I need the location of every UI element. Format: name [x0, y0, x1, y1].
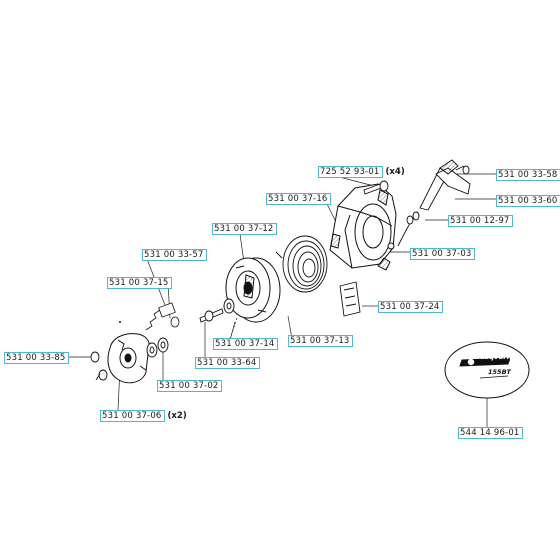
part-label-531-00-33-60[interactable]: 531 00 33-60 — [496, 195, 560, 207]
part-quantity: (x4) — [385, 167, 405, 177]
part-number: 531 00 37-24 — [378, 301, 443, 313]
part-label-531-00-37-13[interactable]: 531 00 37-13 — [288, 335, 353, 347]
part-number: 531 00 33-57 — [142, 249, 207, 261]
part-number: 531 00 33-58 — [496, 169, 560, 181]
part-label-531-00-37-03[interactable]: 531 00 37-03 — [410, 248, 475, 260]
rope-pulley — [225, 257, 281, 323]
pawl-plate — [339, 281, 361, 317]
part-number: 531 00 33-60 — [496, 195, 560, 207]
reference-dot — [119, 321, 121, 323]
part-number: 725 52 93-01 — [318, 166, 383, 178]
pawl-spring — [145, 302, 180, 331]
part-label-531-00-37-15[interactable]: 531 00 37-15 — [107, 277, 172, 289]
part-label-531-00-37-06[interactable]: 531 00 37-06(x2) — [100, 410, 187, 422]
part-number: 531 00 37-15 — [107, 277, 172, 289]
housing-screw — [363, 180, 389, 195]
washers — [90, 337, 169, 381]
decal-brand-text: Husqvarna — [474, 353, 517, 361]
part-label-531-00-33-57[interactable]: 531 00 33-57 — [142, 249, 207, 261]
part-number: 531 00 37-12 — [212, 223, 277, 235]
part-number: 544 14 96-01 — [458, 427, 523, 439]
decal-model-text: 155BT — [488, 368, 511, 376]
part-label-531-00-33-64[interactable]: 531 00 33-64 — [195, 357, 260, 369]
starter-pawl-assembly — [107, 333, 151, 384]
part-number: 531 00 37-13 — [288, 335, 353, 347]
part-label-531-00-37-16[interactable]: 531 00 37-16 — [266, 193, 331, 205]
part-number: 531 00 12-97 — [448, 215, 513, 227]
leader-lines — [67, 171, 496, 427]
part-label-531-00-33-85[interactable]: 531 00 33-85 — [4, 352, 69, 364]
part-number: 531 00 37-06 — [100, 410, 165, 422]
part-number: 531 00 37-02 — [157, 380, 222, 392]
part-number: 531 00 33-85 — [4, 352, 69, 364]
starter-rope-handle — [397, 159, 471, 247]
part-label-725-52-93-01[interactable]: 725 52 93-01(x4) — [318, 166, 405, 178]
part-number: 531 00 37-14 — [213, 338, 278, 350]
part-number: 531 00 37-16 — [266, 193, 331, 205]
part-number: 531 00 33-64 — [195, 357, 260, 369]
part-quantity: (x2) — [167, 411, 187, 421]
decal-emblem — [444, 341, 530, 399]
recoil-spring — [275, 235, 328, 293]
part-label-531-00-37-12[interactable]: 531 00 37-12 — [212, 223, 277, 235]
part-label-531-00-37-14[interactable]: 531 00 37-14 — [213, 338, 278, 350]
part-label-531-00-12-97[interactable]: 531 00 12-97 — [448, 215, 513, 227]
part-label-531-00-37-24[interactable]: 531 00 37-24 — [378, 301, 443, 313]
part-label-531-00-33-58[interactable]: 531 00 33-58 — [496, 169, 560, 181]
part-label-544-14-96-01[interactable]: 544 14 96-01 — [458, 427, 523, 439]
starter-housing — [329, 183, 397, 271]
pulley-screw — [199, 298, 235, 323]
part-number: 531 00 37-03 — [410, 248, 475, 260]
part-label-531-00-37-02[interactable]: 531 00 37-02 — [157, 380, 222, 392]
